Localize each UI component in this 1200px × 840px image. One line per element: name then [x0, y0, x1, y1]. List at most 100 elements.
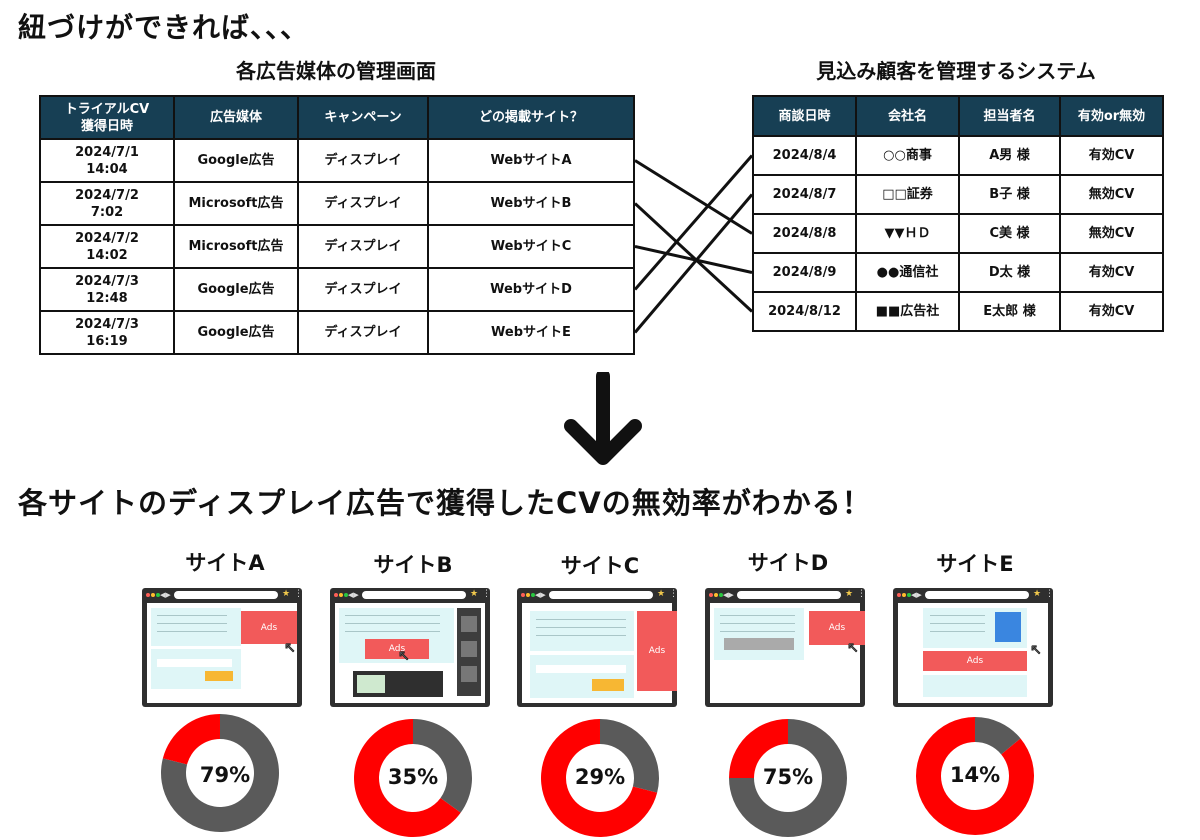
company-cell: ●●通信社	[855, 252, 960, 293]
star-icon: ★	[282, 589, 291, 599]
ad-banner: Ads	[637, 611, 677, 691]
donut-slice-rest	[541, 719, 658, 837]
ad-banner: Ads	[809, 611, 865, 645]
donut-chart-a	[161, 714, 279, 832]
site-label-d: サイトD	[747, 551, 829, 575]
browser-mockup-a: ◀▶★⋮ Ads ↖	[142, 588, 303, 707]
header-campaign: キャンペーン	[297, 95, 429, 140]
link-lines	[633, 154, 754, 334]
header-trial-cv-line1: トライアルCV	[64, 101, 150, 117]
validity-cell: 有効CV	[1059, 291, 1164, 332]
ad-platform-cell: Google広告	[173, 310, 299, 355]
cursor-icon: ↖	[1030, 642, 1043, 658]
validity-cell: 無効CV	[1059, 174, 1164, 215]
star-icon: ★	[1033, 589, 1042, 599]
meeting-date-cell: 2024/8/7	[752, 174, 857, 215]
campaign-cell: ディスプレイ	[297, 224, 429, 269]
donut-value-c: 29%	[574, 765, 626, 789]
placement-site-cell: WebサイトD	[427, 267, 635, 312]
donut-slice-invalid	[600, 719, 659, 793]
cell-line: 2024/7/3	[75, 273, 139, 289]
donut-slice-invalid	[413, 719, 472, 813]
meeting-date-cell: 2024/8/9	[752, 252, 857, 293]
cell-line: 14:02	[86, 247, 128, 263]
url-bar	[174, 591, 278, 599]
ad-platform-cell: Microsoft広告	[173, 181, 299, 226]
contact-cell: D太 様	[958, 252, 1061, 293]
donut-value-e: 14%	[949, 763, 1001, 787]
cell-line: 16:19	[86, 333, 128, 349]
cell-line: 12:48	[86, 290, 128, 306]
ad-banner: Ads	[241, 611, 297, 644]
campaign-cell: ディスプレイ	[297, 181, 429, 226]
url-bar	[925, 591, 1029, 599]
cell-line: 2024/7/2	[75, 187, 139, 203]
header-company: 会社名	[855, 95, 960, 137]
campaign-cell: ディスプレイ	[297, 138, 429, 183]
meeting-date-cell: 2024/8/12	[752, 291, 857, 332]
company-cell: ▼▼ＨＤ	[855, 213, 960, 254]
donut-chart-b	[354, 719, 472, 837]
header-meeting-date: 商談日時	[752, 95, 857, 137]
link-line	[634, 245, 753, 274]
donut-value-b: 35%	[387, 765, 439, 789]
star-icon: ★	[657, 589, 666, 599]
company-cell: ○○商事	[855, 135, 960, 176]
site-label-b: サイトB	[373, 553, 453, 577]
cell-line: 2024/7/3	[75, 316, 139, 332]
company-cell: □□証券	[855, 174, 960, 215]
campaign-cell: ディスプレイ	[297, 267, 429, 312]
validity-cell: 有効CV	[1059, 252, 1164, 293]
donut-slice-rest	[354, 719, 461, 837]
headline-bottom: 各サイトのディスプレイ広告で獲得したCVの無効率がわかる！	[18, 486, 872, 520]
browser-mockup-e: ◀▶★⋮ Ads ↖	[893, 588, 1054, 707]
menu-icon: ⋮	[482, 589, 491, 599]
donut-chart-e	[916, 717, 1034, 835]
ad-platform-cell: Google広告	[173, 138, 299, 183]
link-line	[633, 202, 754, 313]
placement-site-cell: WebサイトE	[427, 310, 635, 355]
url-bar	[549, 591, 653, 599]
donut-value-d: 75%	[762, 765, 814, 789]
placement-site-cell: WebサイトA	[427, 138, 635, 183]
site-label-a: サイトA	[185, 551, 265, 575]
meeting-date-cell: 2024/8/4	[752, 135, 857, 176]
cell-line: 14:04	[86, 161, 128, 177]
placement-site-cell: WebサイトB	[427, 181, 635, 226]
header-ad-platform: 広告媒体	[173, 95, 299, 140]
cell-line: 2024/7/1	[75, 144, 139, 160]
donut-chart-c	[541, 719, 659, 837]
cell-line: 7:02	[90, 204, 124, 220]
contact-cell: B子 様	[958, 174, 1061, 215]
browser-mockup-b: ◀▶★⋮ Ads ↖	[330, 588, 491, 707]
company-cell: ■■広告社	[855, 291, 960, 332]
contact-cell: C美 様	[958, 213, 1061, 254]
placement-site-cell: WebサイトC	[427, 224, 635, 269]
validity-cell: 有効CV	[1059, 135, 1164, 176]
link-line	[634, 159, 753, 235]
header-valid-invalid: 有効or無効	[1059, 95, 1164, 137]
donut-slice-rest	[162, 714, 220, 765]
header-trial-cv-line2: 獲得日時	[80, 118, 133, 134]
url-bar	[362, 591, 466, 599]
cursor-icon: ↖	[847, 640, 860, 656]
donut-slice-rest	[729, 719, 788, 778]
browser-mockup-d: ◀▶★⋮ Ads ↖	[705, 588, 866, 707]
donut-chart-d	[729, 719, 847, 837]
header-contact: 担当者名	[958, 95, 1061, 137]
donut-value-a: 79%	[199, 763, 251, 787]
